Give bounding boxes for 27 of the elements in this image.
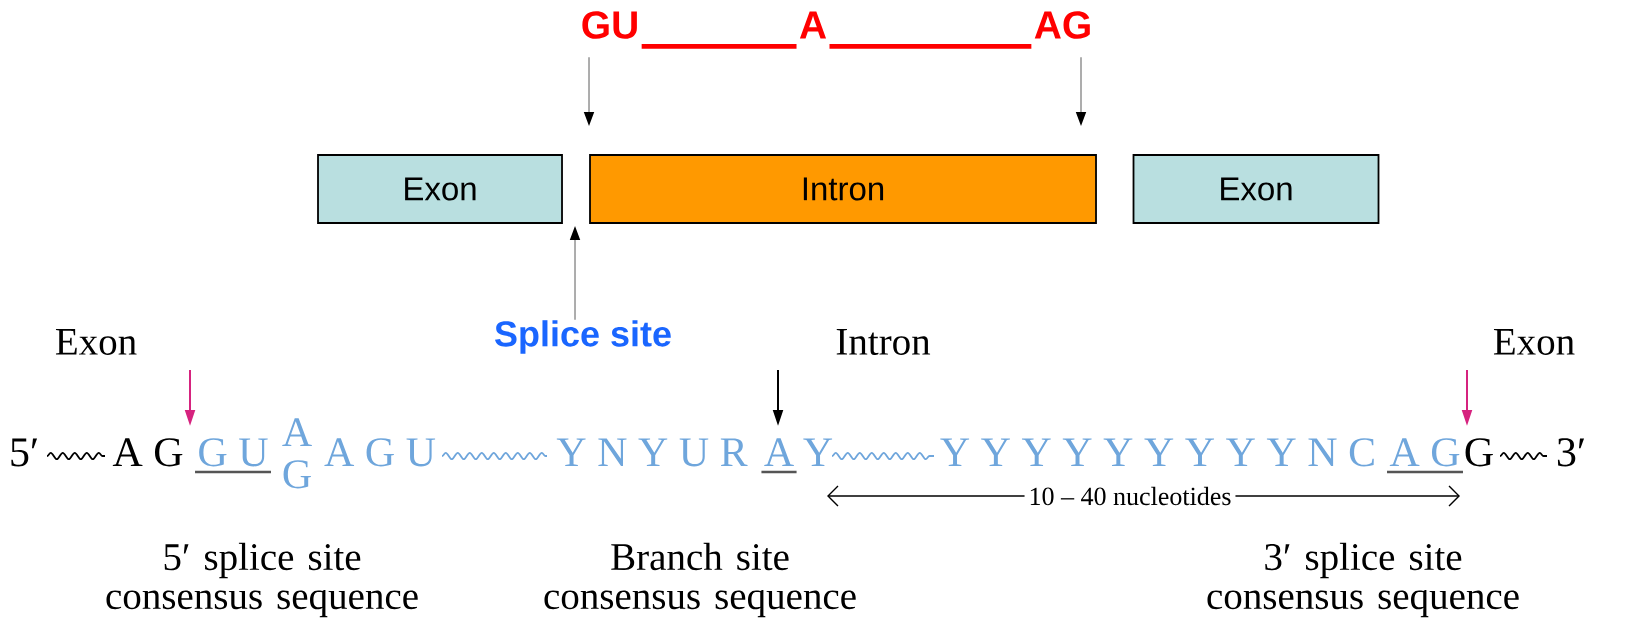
sequence-letters: A G U <box>324 438 436 467</box>
segment-box: Intron <box>589 154 1097 224</box>
dimension-label: 10 – 40 nucleotides <box>1024 482 1236 510</box>
sequence-letters: 3′ <box>1557 438 1585 467</box>
sequence-letters: Y Y Y Y Y Y Y Y Y N C <box>940 438 1374 467</box>
region-label: Intron <box>836 329 931 355</box>
segment-box: Exon <box>1132 154 1380 224</box>
sequence-letters: Y <box>803 438 833 466</box>
sequence-letters: AG <box>1034 11 1090 39</box>
region-label: Exon <box>56 329 137 355</box>
segment-box: Exon <box>317 154 563 224</box>
site-label: Splice site <box>495 320 671 354</box>
sequence-letters: G <box>283 460 311 489</box>
sequence-letters: A <box>799 11 827 39</box>
sequence-letters: GU <box>582 11 637 39</box>
sequence-letters: Y N Y U R <box>556 438 748 467</box>
sequence-letters: 5′ <box>11 438 38 467</box>
sequence-letters: A G <box>112 438 183 467</box>
sequence-letters: A G <box>1389 438 1460 467</box>
region-label: Exon <box>1493 329 1575 355</box>
sequence-letters: G <box>1465 438 1493 467</box>
sequence-letters: A <box>764 438 794 466</box>
caption: Branch site consensus sequence <box>544 542 856 618</box>
sequence-letters: A <box>282 418 312 446</box>
caption: 5′ splice site consensus sequence <box>106 542 418 618</box>
sequence-letters: G U <box>199 438 268 467</box>
caption: 3′ splice site consensus sequence <box>1207 542 1519 618</box>
